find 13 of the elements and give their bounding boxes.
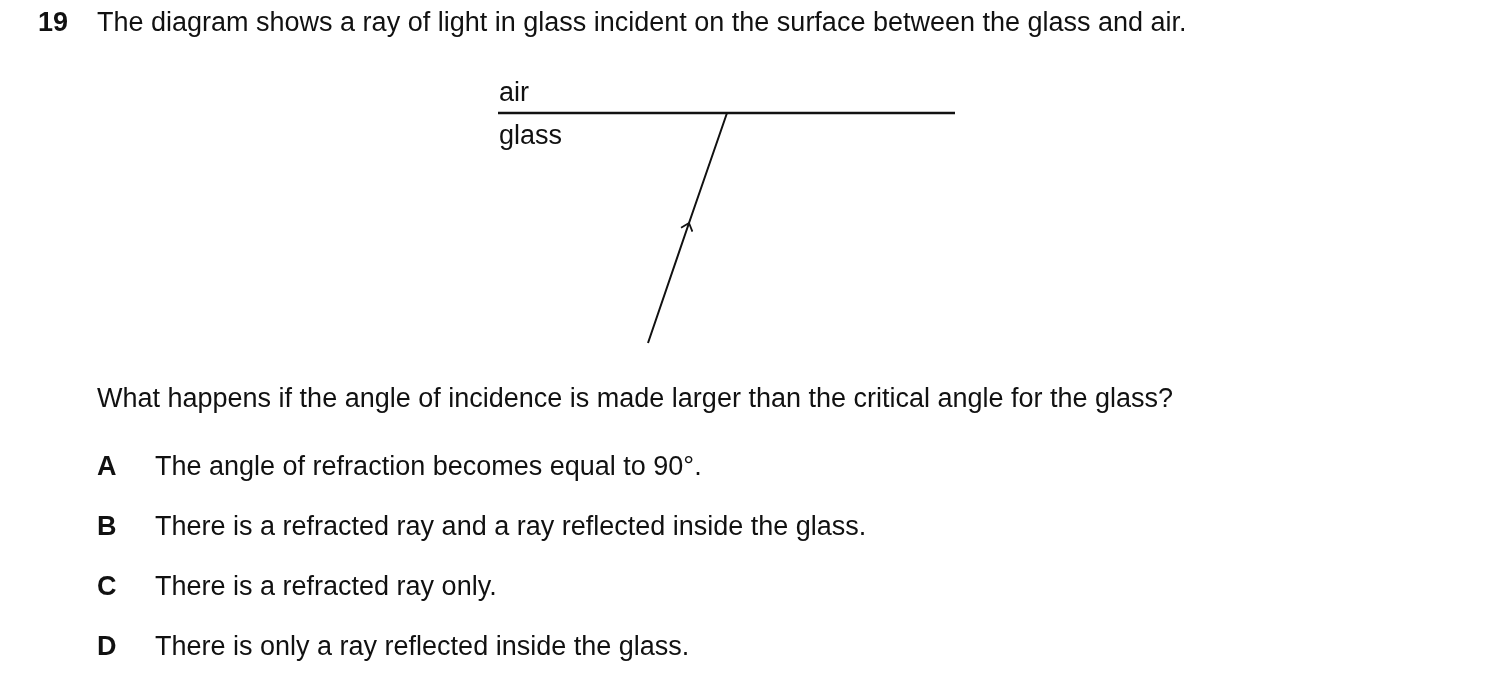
option-text: There is a refracted ray and a ray reflected inside the glass. xyxy=(155,510,867,542)
option-text: There is a refracted ray only. xyxy=(155,570,497,602)
question-text: What happens if the angle of incidence is made larger than the critical angle for the glass? xyxy=(97,382,1174,414)
option-letter: A xyxy=(97,450,117,482)
option-letter: C xyxy=(97,570,117,602)
question-number: 19 xyxy=(38,6,69,38)
option-letter: D xyxy=(97,630,117,662)
option-text: The angle of refraction becomes equal to 90°. xyxy=(155,450,702,482)
question-text: The diagram shows a ray of light in glass incident on the surface between the glass and air. xyxy=(97,6,1187,38)
option-letter: B xyxy=(97,510,117,542)
medium-label: air xyxy=(499,76,529,108)
option-text: There is only a ray reflected inside the glass. xyxy=(155,630,690,662)
medium-label: glass xyxy=(499,119,563,151)
